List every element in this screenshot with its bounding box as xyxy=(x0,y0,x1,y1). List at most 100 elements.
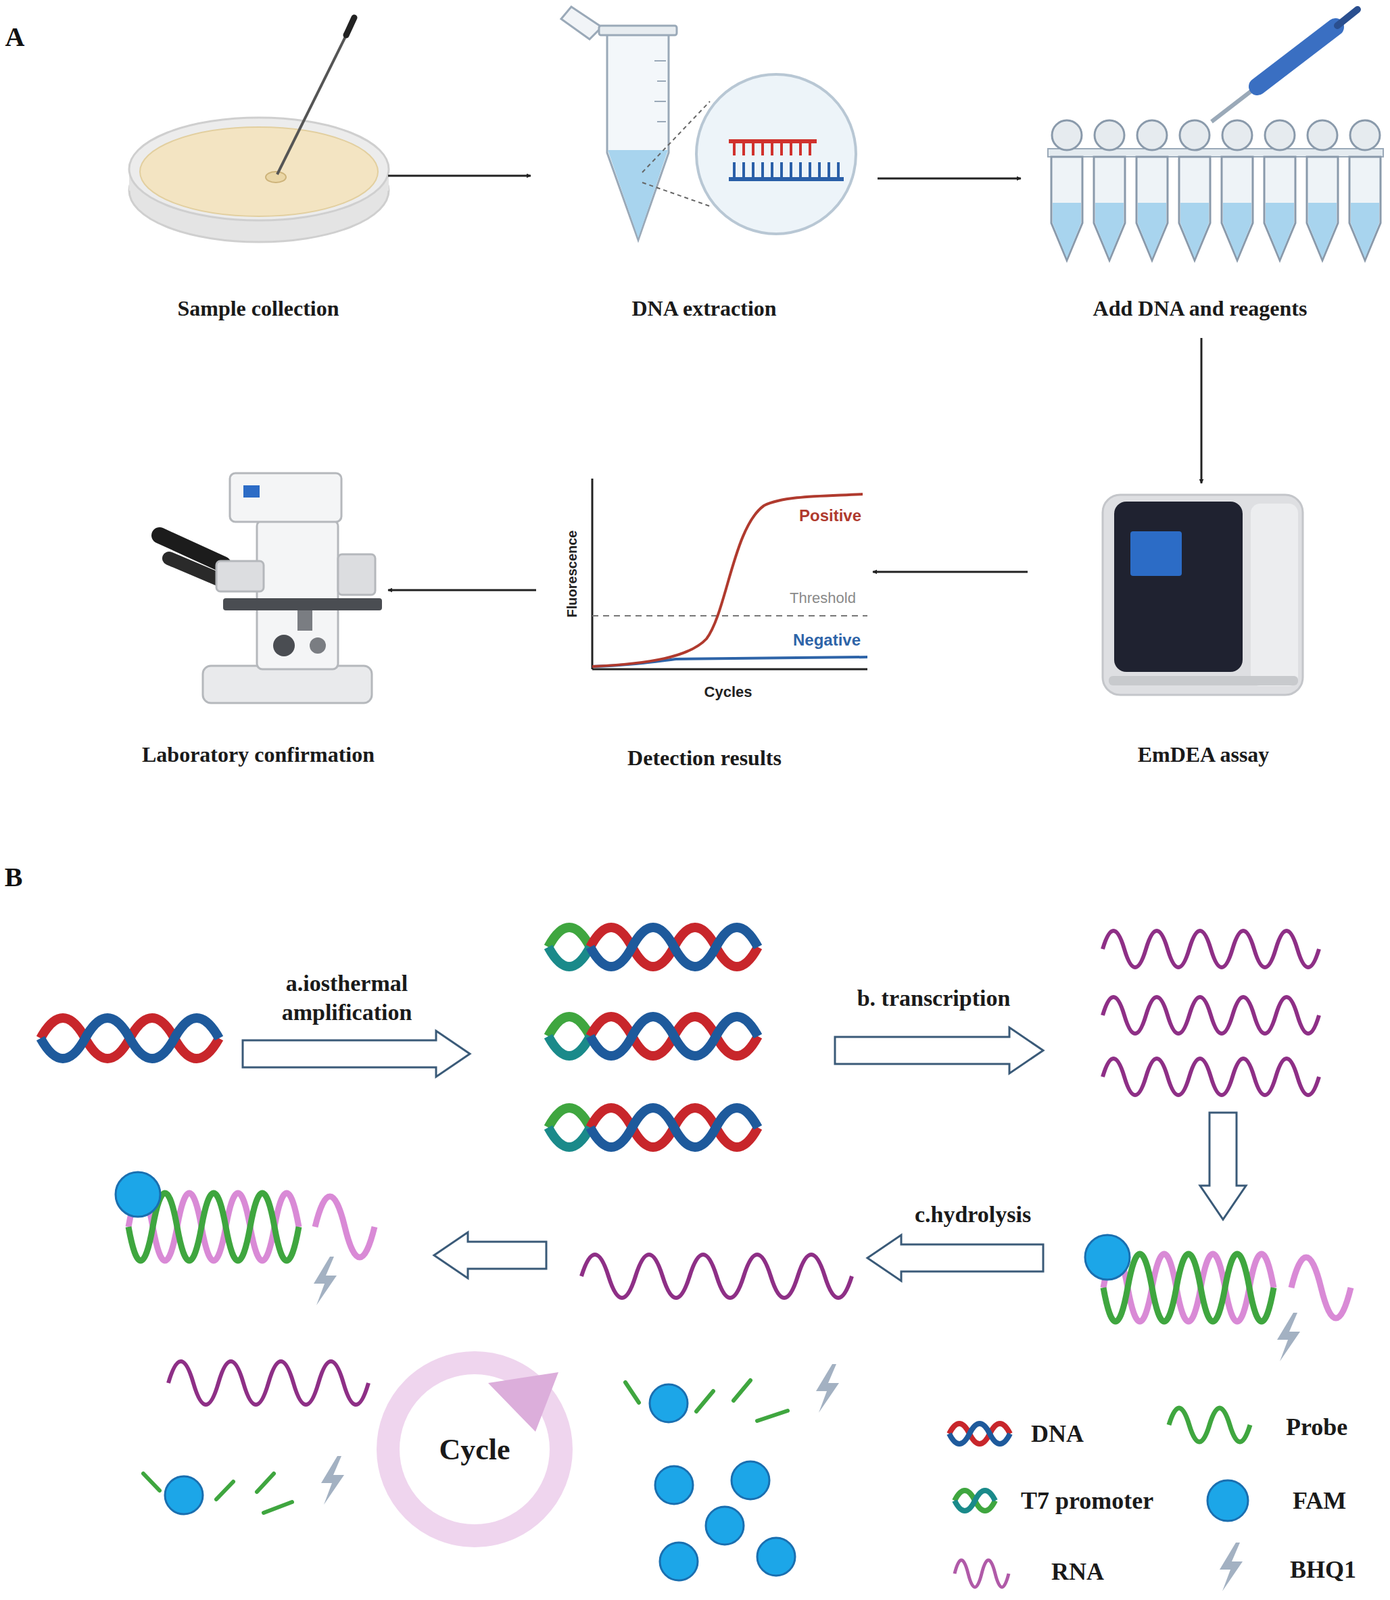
text-label: a.iosthermal amplification xyxy=(262,969,432,1027)
rna-strand-part xyxy=(1102,930,1320,968)
tube-strip xyxy=(1047,9,1384,261)
amplified-dna-part xyxy=(590,927,758,967)
extraction-tube-part xyxy=(734,162,839,178)
petri-dish-part xyxy=(277,27,351,175)
tube-strip-part-part xyxy=(1265,202,1294,259)
tube-strip-part-part xyxy=(1137,120,1167,151)
amplified-dna-part xyxy=(548,927,591,948)
microscope-part xyxy=(216,561,264,592)
fam-dye-part xyxy=(115,1172,161,1217)
bhq1-quencher-part xyxy=(321,1456,345,1505)
step-label: DNA extraction xyxy=(530,296,878,322)
petri-dish-part xyxy=(346,17,355,36)
tube-strip-part-part xyxy=(1264,120,1295,151)
amplified-dna-part xyxy=(590,1108,758,1148)
amplified-dna-part xyxy=(548,1016,591,1037)
amplified-dna-part xyxy=(590,1016,758,1057)
tube-strip-part-part xyxy=(1221,156,1253,261)
step-label: Add DNA and reagents xyxy=(1020,296,1380,322)
legend-text: Probe xyxy=(1285,1412,1348,1442)
amplification-chart xyxy=(592,478,868,670)
microscope-part xyxy=(223,598,382,611)
text-label: Fluorescence xyxy=(563,530,581,618)
rna-strand-part xyxy=(168,1361,369,1405)
probe-fragment-part xyxy=(696,1391,714,1412)
text-label: Threshold xyxy=(789,588,856,608)
step-label: Sample collection xyxy=(128,296,389,322)
target-dna-helix-part xyxy=(40,1018,220,1059)
tube-strip-part-part xyxy=(1136,156,1168,261)
amplified-dna-part xyxy=(548,1036,591,1057)
fam-dye-part xyxy=(659,1542,698,1581)
cycle-ring-part xyxy=(388,1362,562,1537)
extraction-tube-part xyxy=(654,60,666,62)
microscope-part xyxy=(338,554,376,595)
legend-samples-part xyxy=(949,1423,1011,1445)
text-label: Positive xyxy=(799,505,862,526)
text-label: Cycle xyxy=(438,1431,510,1469)
amplified-dna-part xyxy=(590,927,758,967)
tube-strip-part-part xyxy=(1094,120,1125,151)
probe-fragment-part xyxy=(757,1410,788,1422)
text-label: c.hydrolysis xyxy=(914,1200,1032,1230)
bhq1-quencher-part xyxy=(816,1364,840,1413)
amplification-chart-part xyxy=(592,668,868,671)
amplification-chart-part xyxy=(592,615,868,617)
target-dna-helix xyxy=(40,1018,220,1059)
step-label: Detection results xyxy=(536,745,873,771)
probe-fragment-part xyxy=(733,1380,751,1401)
tube-strip-part xyxy=(1047,148,1384,157)
tube-strip-part-part xyxy=(1350,202,1380,259)
text-label: B xyxy=(4,860,23,895)
flow-arrow xyxy=(1200,338,1203,484)
assay-instrument-part xyxy=(1130,531,1182,577)
fam-dye-part xyxy=(731,1461,770,1500)
amplified-dna xyxy=(548,927,758,1148)
process-arrow-part xyxy=(434,1232,547,1279)
flow-arrow xyxy=(388,175,531,178)
tube-strip-part-part xyxy=(1223,202,1252,259)
tube-strip-part xyxy=(1337,9,1358,26)
process-step: DNA extraction xyxy=(530,13,878,322)
petri-dish-part xyxy=(129,117,389,221)
extraction-tube-part xyxy=(728,177,844,182)
extraction-tube-part xyxy=(607,150,668,238)
cycle-ring-part xyxy=(488,1372,559,1432)
bhq1-quencher-part xyxy=(1277,1312,1301,1362)
assay-instrument-part xyxy=(1102,494,1303,695)
amplified-dna-part xyxy=(590,1016,758,1057)
legend-text: DNA xyxy=(1031,1419,1084,1449)
tube-strip-part-part xyxy=(1264,156,1296,261)
extraction-tube xyxy=(561,6,856,241)
legend-samples-part xyxy=(1207,1480,1249,1522)
process-step: Laboratory confirmation xyxy=(128,466,389,768)
amplified-dna-part xyxy=(548,947,591,967)
legend-text: BHQ1 xyxy=(1289,1555,1357,1585)
fam-dye-part xyxy=(1085,1235,1130,1280)
extraction-tube-part xyxy=(728,139,817,144)
fam-dye-part xyxy=(705,1506,744,1545)
legend-text: T7 promoter xyxy=(1020,1486,1154,1516)
target-dna-helix-part xyxy=(40,1018,220,1059)
petri-dish xyxy=(129,17,389,243)
extraction-tube-part xyxy=(561,6,602,40)
microscope xyxy=(159,473,382,704)
fam-dye-part xyxy=(757,1538,796,1576)
microscope-part xyxy=(243,485,260,498)
process-step: EmDEA assay xyxy=(1027,483,1380,768)
assay-instrument-part xyxy=(1114,501,1243,673)
probe-fragment-part xyxy=(216,1481,234,1500)
fam-dye xyxy=(115,1172,1130,1581)
legend-samples-part xyxy=(1219,1542,1243,1592)
process-arrow-part xyxy=(834,1027,1044,1074)
tube-strip-part xyxy=(1052,202,1380,259)
microscope-part xyxy=(229,473,342,522)
extraction-tube-part xyxy=(654,100,666,103)
petri-dish-part xyxy=(265,171,286,183)
tube-strip-part-part xyxy=(1307,120,1338,151)
legend-samples-part xyxy=(1168,1408,1251,1443)
tube-strip-part-part xyxy=(1349,156,1381,261)
microscope-part xyxy=(297,610,313,631)
